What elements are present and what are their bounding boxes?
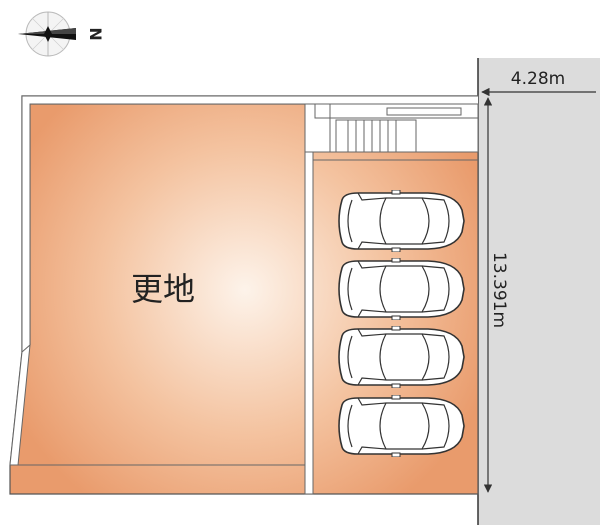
north-arrow-icon [18, 11, 76, 57]
car-icon [338, 395, 465, 457]
parking-wall-white [304, 151, 314, 495]
car-icon [338, 258, 465, 320]
car-icon [338, 190, 465, 252]
north-label: N [86, 27, 105, 40]
stairs [335, 119, 417, 153]
road-width-label: 4.28m [511, 69, 565, 89]
car-icon [338, 326, 465, 388]
frontage-label: 13.391m [489, 252, 509, 328]
road-strip [478, 58, 600, 525]
entrance-sign [386, 107, 462, 116]
lot-label: 更地 [131, 270, 195, 308]
